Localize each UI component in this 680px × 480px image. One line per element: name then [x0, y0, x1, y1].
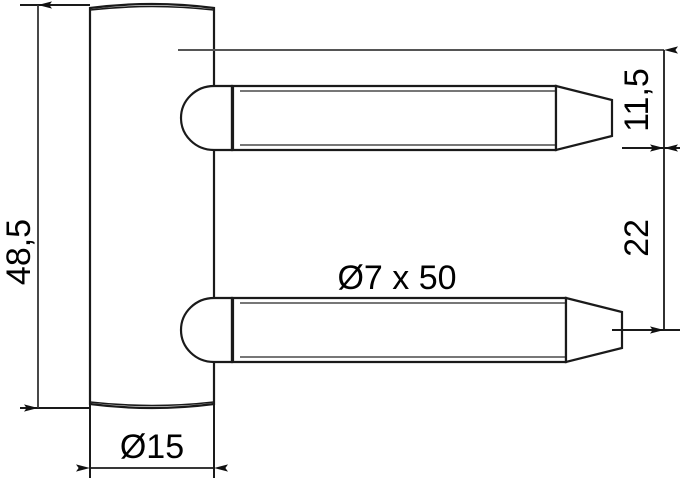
upper-pin-head — [179, 84, 234, 152]
dimension-plate-thickness: Ø15 — [76, 404, 228, 478]
lower-pin-taper-tip — [564, 296, 624, 364]
upper-pin — [179, 84, 614, 152]
label-pin-spec: Ø7 x 50 — [337, 259, 456, 297]
upper-pin-taper-tip — [554, 84, 614, 152]
dimension-overall-height: 48,5 — [0, 1, 90, 412]
upper-pin-shaft — [230, 84, 558, 152]
dim-label-plate-thickness: Ø15 — [120, 428, 184, 466]
dim-label-overall-height: 48,5 — [0, 219, 38, 285]
dim-label-top-to-upper-pin: 11,5 — [618, 68, 656, 132]
dimension-pin-center-spacing: 22 — [612, 144, 680, 334]
plate-bottom-edge-arc — [89, 401, 215, 407]
lower-pin — [179, 296, 624, 364]
plate-top-edge-arc — [89, 5, 215, 11]
dim-label-pin-center-spacing: 22 — [618, 219, 656, 257]
lower-pin-shaft — [230, 296, 568, 364]
dimension-top-to-upper-pin: 11,5 — [618, 46, 680, 152]
lower-pin-head — [179, 296, 234, 364]
